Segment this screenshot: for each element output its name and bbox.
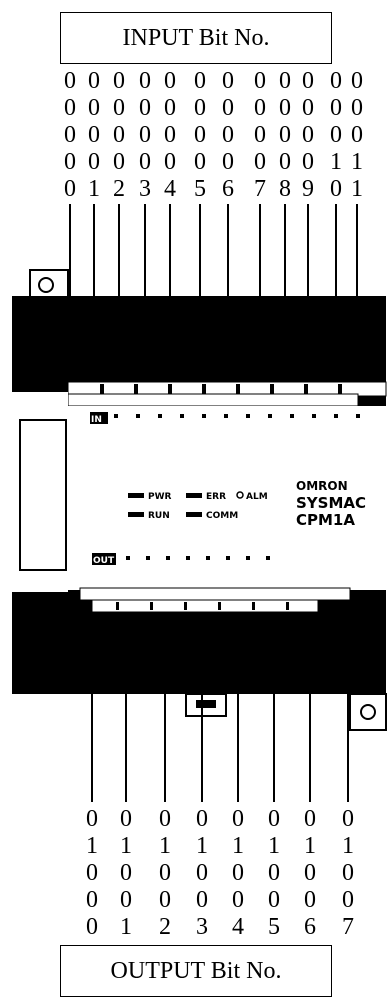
output-bit-digit: 0 — [118, 887, 134, 913]
output-bit-digit: 1 — [266, 833, 282, 859]
input-led — [202, 414, 206, 418]
output-bit-digit: 6 — [302, 914, 318, 940]
output-bit-title: OUTPUT Bit No. — [60, 945, 332, 997]
output-led — [226, 556, 230, 560]
output-bit-digit: 1 — [302, 833, 318, 859]
output-bit-title-text: OUTPUT Bit No. — [111, 958, 282, 985]
input-led — [158, 414, 162, 418]
model-line1: SYSMAC — [296, 494, 366, 512]
output-led — [246, 556, 250, 560]
output-bit-digit: 0 — [157, 860, 173, 886]
output-bit-digit: 0 — [194, 860, 210, 886]
mounting-hole-top — [39, 278, 53, 292]
brand-label: OMRON — [296, 479, 348, 493]
output-bit-digit: 0 — [302, 860, 318, 886]
output-bit-digit: 0 — [266, 860, 282, 886]
comm-indicator-label: COMM — [206, 511, 238, 521]
input-led — [290, 414, 294, 418]
output-led — [266, 556, 270, 560]
output-bit-digit: 4 — [230, 914, 246, 940]
output-bit-digit: 0 — [340, 860, 356, 886]
output-bit-digit: 0 — [157, 887, 173, 913]
run-indicator-label: RUN — [148, 511, 170, 521]
output-bit-digit: 1 — [118, 833, 134, 859]
output-led — [146, 556, 150, 560]
output-bit-digit: 0 — [157, 806, 173, 832]
output-bit-digit: 0 — [84, 860, 100, 886]
output-bit-digit: 0 — [84, 887, 100, 913]
input-led — [334, 414, 338, 418]
mounting-hole-bottom — [361, 705, 375, 719]
output-bit-digit: 1 — [118, 914, 134, 940]
pwr-indicator-label: PWR — [148, 492, 172, 502]
output-bit-digit: 0 — [266, 887, 282, 913]
output-bit-digit: 0 — [302, 806, 318, 832]
input-led — [356, 414, 360, 418]
input-led — [224, 414, 228, 418]
in-label: IN — [91, 415, 102, 425]
output-bit-digit: 0 — [230, 806, 246, 832]
output-bit-digit: 0 — [118, 806, 134, 832]
output-bit-digit: 0 — [266, 806, 282, 832]
output-led — [166, 556, 170, 560]
output-bit-digit: 0 — [84, 806, 100, 832]
output-bit-digit: 3 — [194, 914, 210, 940]
output-bit-digit: 1 — [340, 833, 356, 859]
output-bit-digit: 0 — [84, 914, 100, 940]
input-led — [268, 414, 272, 418]
output-bit-digit: 7 — [340, 914, 356, 940]
output-led — [206, 556, 210, 560]
output-bit-digit: 1 — [157, 833, 173, 859]
output-bit-digit: 0 — [302, 887, 318, 913]
output-bit-digit: 0 — [340, 806, 356, 832]
output-bit-digit: 0 — [230, 887, 246, 913]
err-indicator-label: ERR — [206, 492, 226, 502]
output-bit-digit: 5 — [266, 914, 282, 940]
model-line2: CPM1A — [296, 511, 355, 529]
output-bit-digit: 1 — [84, 833, 100, 859]
input-led — [136, 414, 140, 418]
output-bit-digit: 1 — [230, 833, 246, 859]
output-led — [186, 556, 190, 560]
output-bit-digit: 0 — [230, 860, 246, 886]
output-bit-digit: 0 — [118, 860, 134, 886]
output-bit-digit: 1 — [194, 833, 210, 859]
output-bit-digit: 0 — [340, 887, 356, 913]
alm-indicator-label: ALM — [246, 492, 268, 502]
expansion-cover — [20, 420, 66, 570]
output-bit-digit: 2 — [157, 914, 173, 940]
output-led — [126, 556, 130, 560]
output-bit-digit: 0 — [194, 887, 210, 913]
input-led — [246, 414, 250, 418]
input-led — [114, 414, 118, 418]
output-bit-digit: 0 — [194, 806, 210, 832]
input-led — [312, 414, 316, 418]
input-led — [180, 414, 184, 418]
output-terminal-strip — [80, 588, 350, 600]
out-label: OUT — [93, 556, 115, 566]
